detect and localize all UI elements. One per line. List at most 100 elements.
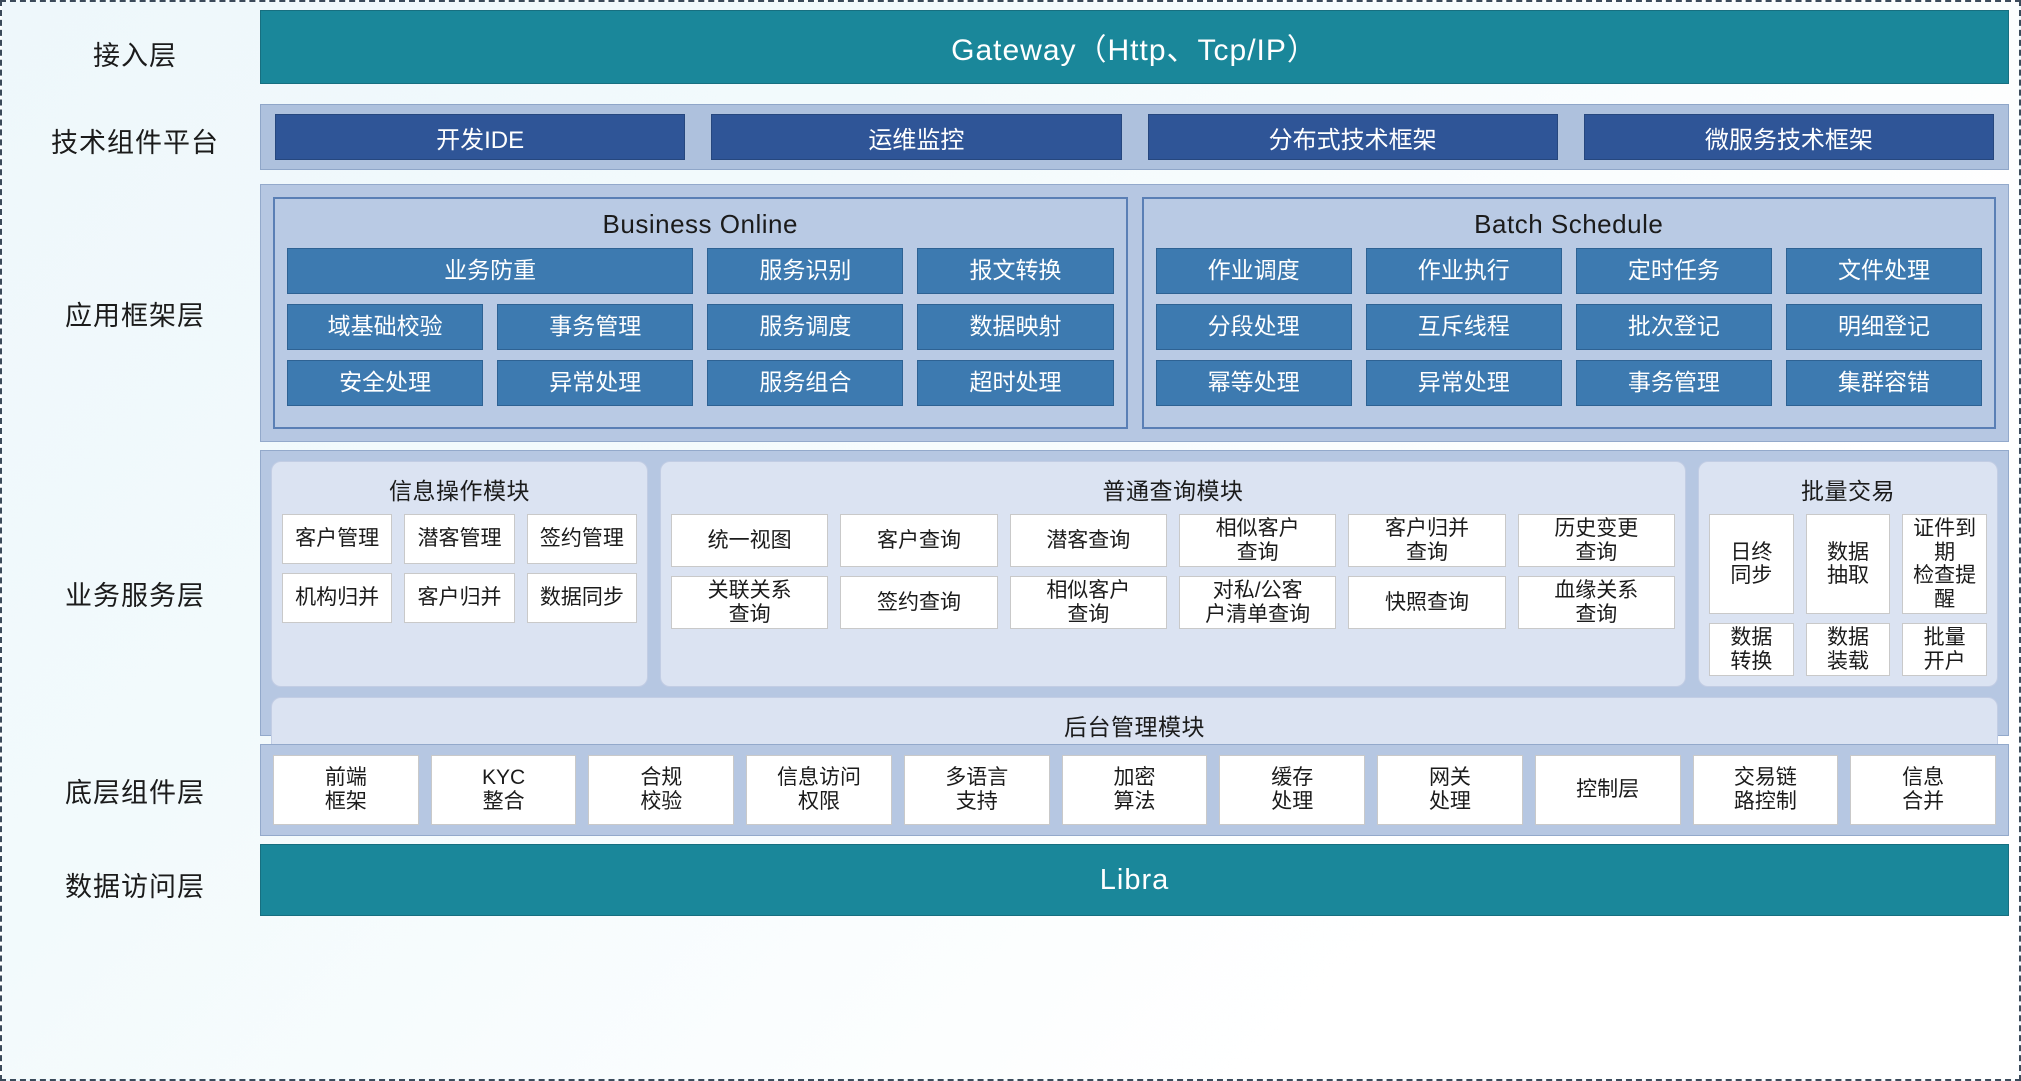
title-batch-transaction-module: 批量交易 xyxy=(1801,478,1895,504)
cell-multilanguage-support[interactable]: 多语言支持 xyxy=(903,755,1050,825)
cell-relation-query[interactable]: 关联关系查询 xyxy=(671,576,829,630)
cell-transaction-chain-control[interactable]: 交易链路控制 xyxy=(1692,755,1839,825)
cell-customer-manage[interactable]: 客户管理 xyxy=(282,514,393,564)
cell-unified-view[interactable]: 统一视图 xyxy=(671,514,829,568)
cell-data-extract[interactable]: 数据抽取 xyxy=(1805,514,1891,615)
cell-certificate-expiry-reminder[interactable]: 证件到期检查提醒 xyxy=(1902,514,1987,615)
group-title-business-online: Business Online xyxy=(602,209,798,239)
cell-encryption-algorithm[interactable]: 加密算法 xyxy=(1061,755,1208,825)
cell-prospect-manage[interactable]: 潜客管理 xyxy=(404,514,515,564)
business-service-row: 业务服务层 信息操作模块 客户管理 潜客管理 签约管理 机构归并 客户归并 数据… xyxy=(10,450,2009,815)
cell-snapshot-query[interactable]: 快照查询 xyxy=(1348,576,1506,630)
cell-gateway-process[interactable]: 网关处理 xyxy=(1377,755,1523,825)
tech-chip-band: 开发IDE 运维监控 分布式技术框架 微服务技术框架 xyxy=(260,104,2009,170)
cell-exception-process-batch[interactable]: 异常处理 xyxy=(1365,360,1562,406)
gateway-bar: Gateway（Http、Tcp/IP） xyxy=(260,10,2009,84)
cell-security-process[interactable]: 安全处理 xyxy=(287,360,484,406)
cell-transaction-manage[interactable]: 事务管理 xyxy=(497,304,694,350)
cell-similar-customer-query-2[interactable]: 相似客户查询 xyxy=(1009,576,1167,630)
cell-domain-basic-validate[interactable]: 域基础校验 xyxy=(287,304,484,350)
access-layer-row: 接入层 Gateway（Http、Tcp/IP） xyxy=(10,10,2009,96)
cell-private-public-customer-list-query[interactable]: 对私/公客户清单查询 xyxy=(1178,576,1337,630)
cell-data-sync[interactable]: 数据同步 xyxy=(526,573,637,623)
cell-lineage-query[interactable]: 血缘关系查询 xyxy=(1517,576,1675,630)
title-info-operation-module: 信息操作模块 xyxy=(389,478,530,504)
layer-label-tech-platform: 技术组件平台 xyxy=(51,127,219,158)
card-common-query-module: 普通查询模块 统一视图 客户查询 潜客查询 相似客户查询 客户归并查询 历史变更… xyxy=(660,461,1686,688)
tech-platform-body: 开发IDE 运维监控 分布式技术框架 微服务技术框架 xyxy=(260,104,2009,176)
cell-job-execute[interactable]: 作业执行 xyxy=(1365,248,1562,294)
cell-data-load[interactable]: 数据装载 xyxy=(1805,623,1891,677)
business-service-band: 信息操作模块 客户管理 潜客管理 签约管理 机构归并 客户归并 数据同步 普通查… xyxy=(260,450,2009,815)
layer-label-data-access: 数据访问层 xyxy=(65,871,205,902)
title-admin-module: 后台管理模块 xyxy=(1064,714,1205,741)
cell-customer-query[interactable]: 客户查询 xyxy=(840,514,998,568)
cell-eod-sync[interactable]: 日终同步 xyxy=(1709,514,1794,615)
layer-label-access: 接入层 xyxy=(93,40,177,71)
cell-history-change-query[interactable]: 历史变更查询 xyxy=(1517,514,1675,568)
cell-org-merge[interactable]: 机构归并 xyxy=(282,573,393,623)
app-framework-row: 应用框架层 Business Online 业务防重 服务识别 报文转换 域基础… xyxy=(10,184,2009,442)
title-common-query-module: 普通查询模块 xyxy=(1102,478,1244,504)
cell-info-merge[interactable]: 信息合并 xyxy=(1850,755,1996,825)
spacer xyxy=(10,176,2009,184)
spacer xyxy=(10,736,2009,744)
cell-segment-process[interactable]: 分段处理 xyxy=(1155,304,1352,350)
cell-cache-process[interactable]: 缓存处理 xyxy=(1219,755,1366,825)
business-online-grid: 业务防重 服务识别 报文转换 域基础校验 事务管理 服务调度 数据映射 安全处理… xyxy=(287,248,1114,406)
cell-batch-account-open[interactable]: 批量开户 xyxy=(1902,623,1987,677)
cell-contract-manage[interactable]: 签约管理 xyxy=(526,514,637,564)
access-layer-body: Gateway（Http、Tcp/IP） xyxy=(260,10,2009,96)
group-batch-schedule: Batch Schedule 作业调度 作业执行 定时任务 文件处理 分段处理 … xyxy=(1141,197,1996,429)
group-business-online: Business Online 业务防重 服务识别 报文转换 域基础校验 事务管… xyxy=(273,197,1128,429)
cell-exception-process-online[interactable]: 异常处理 xyxy=(497,360,694,406)
tech-chip-ide[interactable]: 开发IDE xyxy=(275,114,686,160)
cell-job-schedule[interactable]: 作业调度 xyxy=(1155,248,1352,294)
batch-schedule-grid: 作业调度 作业执行 定时任务 文件处理 分段处理 互斥线程 批次登记 明细登记 … xyxy=(1155,248,1982,406)
cell-service-compose[interactable]: 服务组合 xyxy=(707,360,904,406)
cell-transaction-manage-batch[interactable]: 事务管理 xyxy=(1575,360,1772,406)
cell-batch-register[interactable]: 批次登记 xyxy=(1575,304,1772,350)
cell-service-dispatch[interactable]: 服务调度 xyxy=(707,304,904,350)
cell-customer-merge[interactable]: 客户归并 xyxy=(404,573,515,623)
cell-prospect-query[interactable]: 潜客查询 xyxy=(1009,514,1167,568)
cell-data-transform[interactable]: 数据转换 xyxy=(1709,623,1794,677)
data-access-body: Libra xyxy=(260,844,2009,924)
tech-chip-microservice-framework[interactable]: 微服务技术框架 xyxy=(1583,114,1994,160)
business-service-body: 信息操作模块 客户管理 潜客管理 签约管理 机构归并 客户归并 数据同步 普通查… xyxy=(260,450,2009,815)
business-service-top-row: 信息操作模块 客户管理 潜客管理 签约管理 机构归并 客户归并 数据同步 普通查… xyxy=(271,461,1998,688)
cell-similar-customer-query-1[interactable]: 相似客户查询 xyxy=(1178,514,1337,568)
layer-label-app-framework: 应用框架层 xyxy=(65,300,205,331)
tech-chip-ops-monitor[interactable]: 运维监控 xyxy=(711,114,1122,160)
cell-contract-query[interactable]: 签约查询 xyxy=(840,576,998,630)
cell-message-convert[interactable]: 报文转换 xyxy=(917,248,1114,294)
cell-compliance-check[interactable]: 合规校验 xyxy=(588,755,735,825)
cell-file-process[interactable]: 文件处理 xyxy=(1785,248,1982,294)
cell-cluster-fault-tolerance[interactable]: 集群容错 xyxy=(1785,360,1982,406)
cell-customer-merge-query[interactable]: 客户归并查询 xyxy=(1348,514,1506,568)
cell-mutex-thread[interactable]: 互斥线程 xyxy=(1365,304,1562,350)
tech-chip-distributed-framework[interactable]: 分布式技术框架 xyxy=(1147,114,1558,160)
cell-idempotent-process[interactable]: 幂等处理 xyxy=(1155,360,1352,406)
cell-frontend-framework[interactable]: 前端框架 xyxy=(273,755,419,825)
cell-timed-task[interactable]: 定时任务 xyxy=(1575,248,1772,294)
cell-info-access-permission[interactable]: 信息访问权限 xyxy=(746,755,892,825)
spacer xyxy=(10,96,2009,104)
batch-module-grid: 日终同步 数据抽取 证件到期检查提醒 数据转换 数据装载 批量开户 xyxy=(1709,514,1987,677)
cell-detail-register[interactable]: 明细登记 xyxy=(1785,304,1982,350)
cell-data-mapping[interactable]: 数据映射 xyxy=(917,304,1114,350)
cell-timeout-process[interactable]: 超时处理 xyxy=(917,360,1114,406)
cell-control-layer[interactable]: 控制层 xyxy=(1534,755,1681,825)
layer-label-base-component: 底层组件层 xyxy=(65,777,205,808)
app-framework-body: Business Online 业务防重 服务识别 报文转换 域基础校验 事务管… xyxy=(260,184,2009,442)
card-batch-transaction-module: 批量交易 日终同步 数据抽取 证件到期检查提醒 数据转换 数据装载 批量开户 xyxy=(1698,461,1998,688)
layer-label-business-service: 业务服务层 xyxy=(65,580,205,611)
cell-service-identify[interactable]: 服务识别 xyxy=(707,248,904,294)
group-title-batch-schedule: Batch Schedule xyxy=(1474,209,1664,239)
cell-business-dedup[interactable]: 业务防重 xyxy=(287,248,694,294)
